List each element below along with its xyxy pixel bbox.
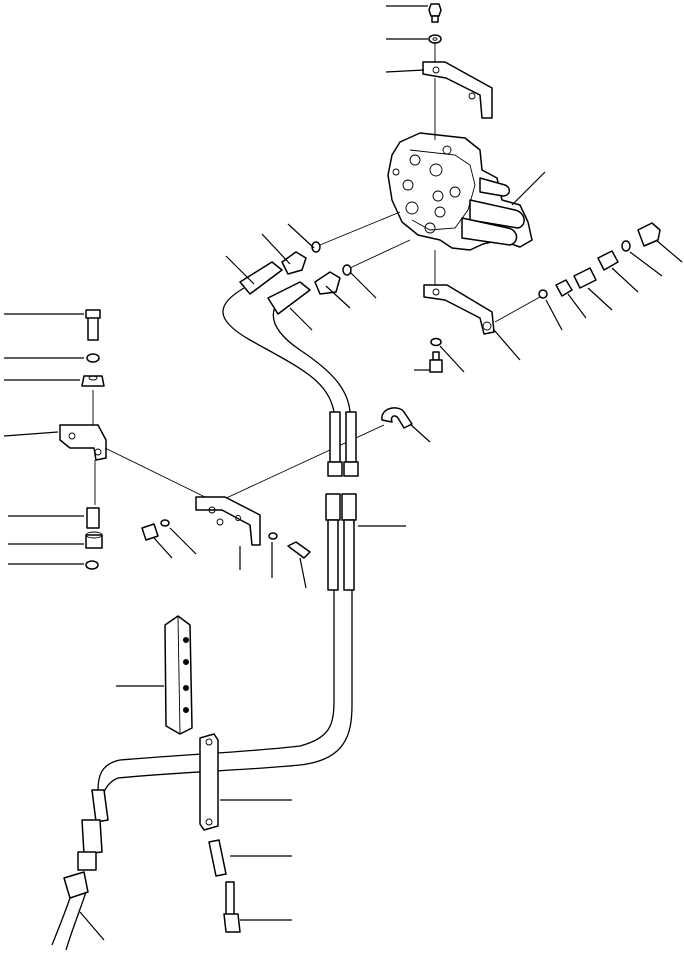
center-small-nut [141,523,159,541]
hose-lines [97,287,353,799]
right-fittings [538,222,661,299]
left-angle-bracket [59,424,107,461]
clip [381,407,413,429]
lower-washer [430,337,442,347]
top-washer [428,34,442,44]
clamp-block-small [199,733,219,831]
left-bolt [85,309,101,341]
upper-bracket [422,61,493,119]
left-bottom-washer [85,560,99,570]
center-small-washer [160,519,170,527]
lower-bolt [429,351,443,373]
left-grommet [85,531,103,549]
left-washer [86,353,100,363]
right-small-bolt [287,541,311,559]
right-small-washer [268,532,278,540]
left-nut [81,375,105,387]
lower-hose-fittings [51,789,109,951]
lower-connector-pair [325,493,357,591]
clamp-block-large [164,615,193,735]
clamp-bolt [223,881,241,933]
clamp-pin [208,839,227,877]
top-bolt [428,3,442,23]
left-spacer [86,507,100,529]
center-mounting-bracket [195,496,261,546]
left-fittings [239,241,352,315]
lower-bracket [423,284,495,335]
callout-leaders [3,5,683,941]
control-valve [387,132,533,251]
upper-connector-pair [327,411,359,477]
